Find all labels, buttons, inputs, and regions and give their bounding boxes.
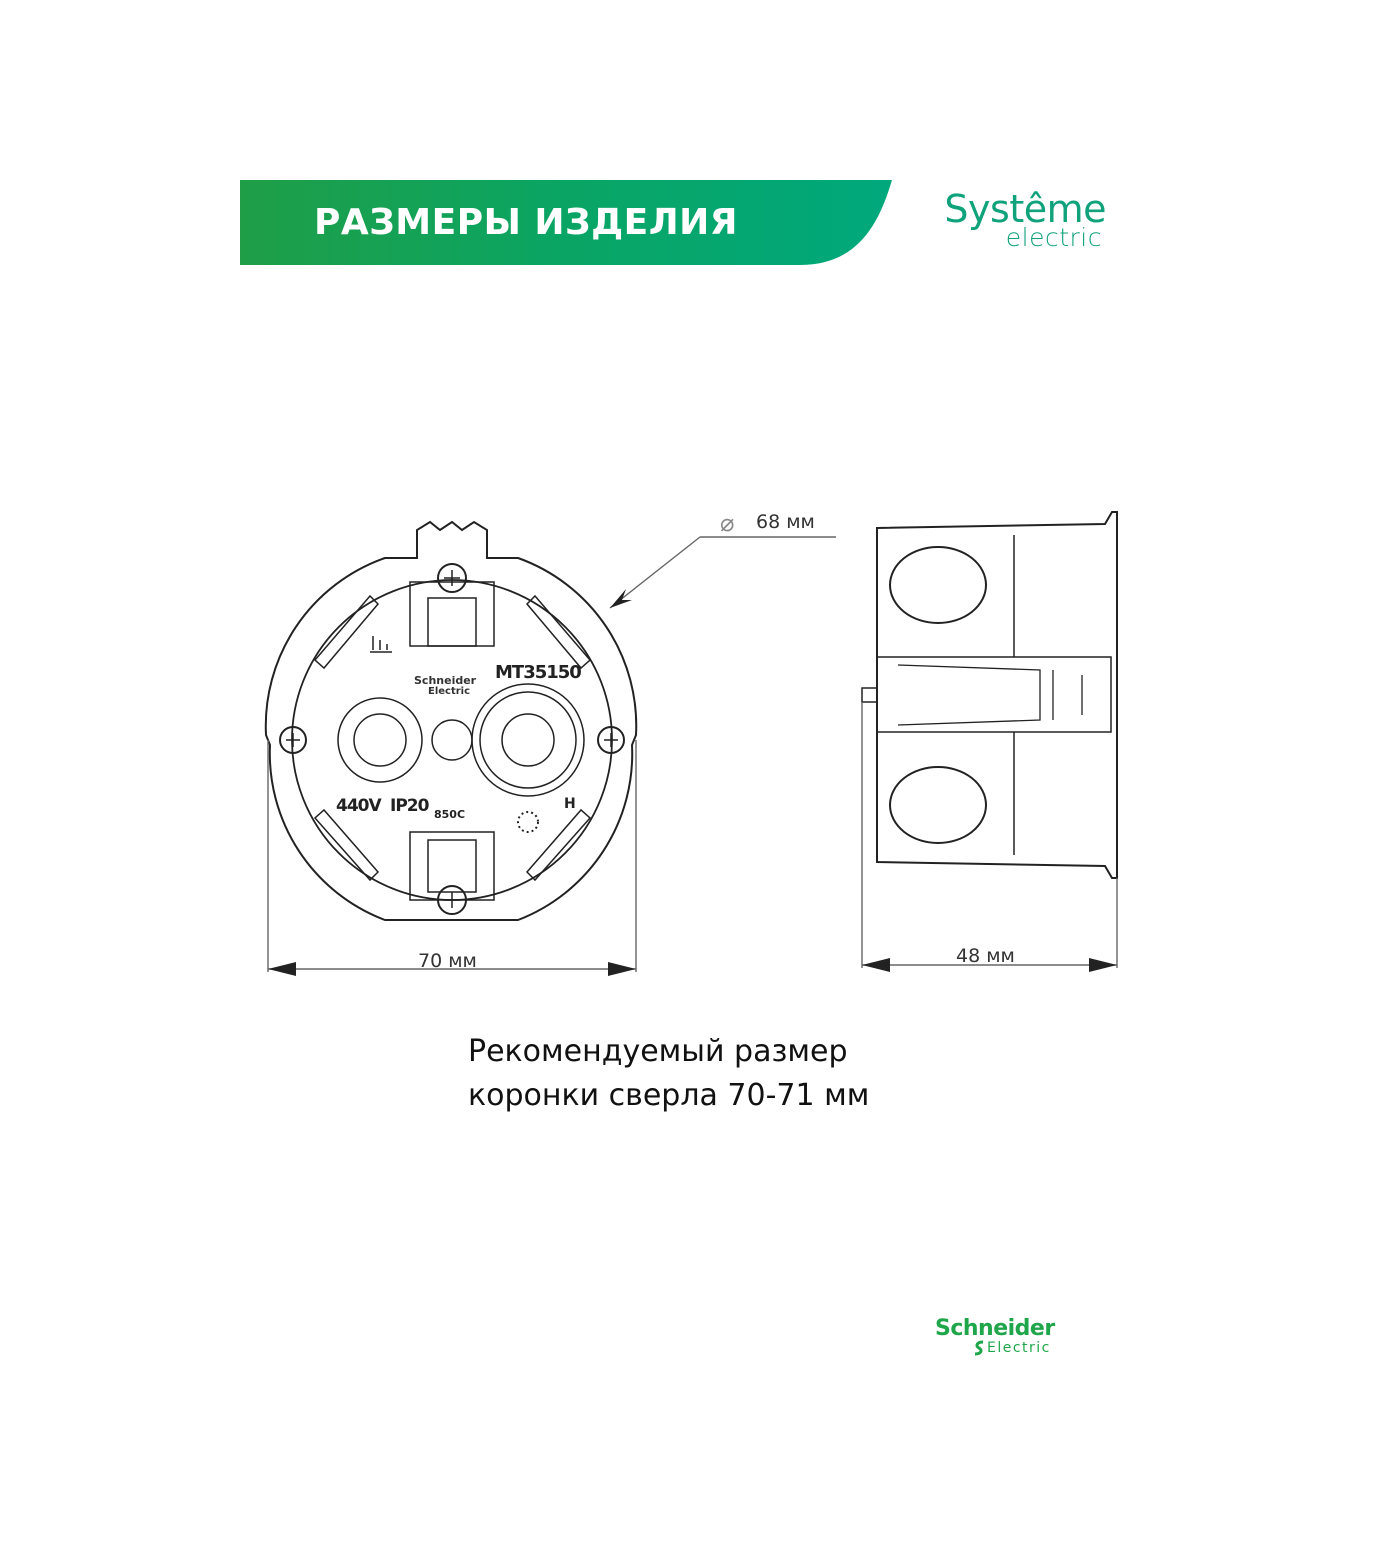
systeme-electric-logo: Systême electric — [914, 188, 1106, 258]
diameter-leader — [609, 536, 836, 609]
life-is-on-icon — [974, 1340, 984, 1356]
banner-shape — [240, 180, 892, 265]
footer-brand-line1: Schneider — [935, 1316, 1055, 1341]
side-view — [861, 511, 1118, 879]
diameter-symbol: ⌀ — [720, 509, 735, 537]
mark-right: H — [564, 796, 576, 812]
footer-brand-line2: Electric — [987, 1340, 1051, 1356]
voltage-marking: 440V — [336, 796, 382, 816]
maker-marking-line1: Schneider — [414, 674, 477, 687]
caption-line1: Рекомендуемый размер — [468, 1034, 848, 1069]
brand-line2: electric — [1005, 223, 1102, 252]
brand-line1: Systême — [944, 187, 1106, 231]
caption-line2: коронки сверла 70-71 мм — [468, 1078, 870, 1113]
header-banner: РАЗМЕРЫ ИЗДЕЛИЯ — [240, 180, 892, 265]
front-view — [264, 520, 638, 921]
page-title: РАЗМЕРЫ ИЗДЕЛИЯ — [313, 202, 739, 243]
schneider-electric-logo: Schneider Electric — [935, 1316, 1095, 1366]
model-marking: MT35150 — [495, 662, 582, 683]
width-dimension — [267, 740, 637, 972]
diameter-label: 68 мм — [756, 511, 815, 533]
drill-recommendation: Рекомендуемый размер коронки сверла 70-7… — [468, 1030, 869, 1118]
depth-dimension — [861, 702, 1118, 968]
temperature-marking: 850C — [434, 808, 466, 821]
ip-rating-marking: IP20 — [390, 796, 429, 816]
maker-marking-line2: Electric — [428, 686, 471, 697]
width-label: 70 мм — [418, 950, 477, 972]
depth-label: 48 мм — [956, 945, 1015, 967]
